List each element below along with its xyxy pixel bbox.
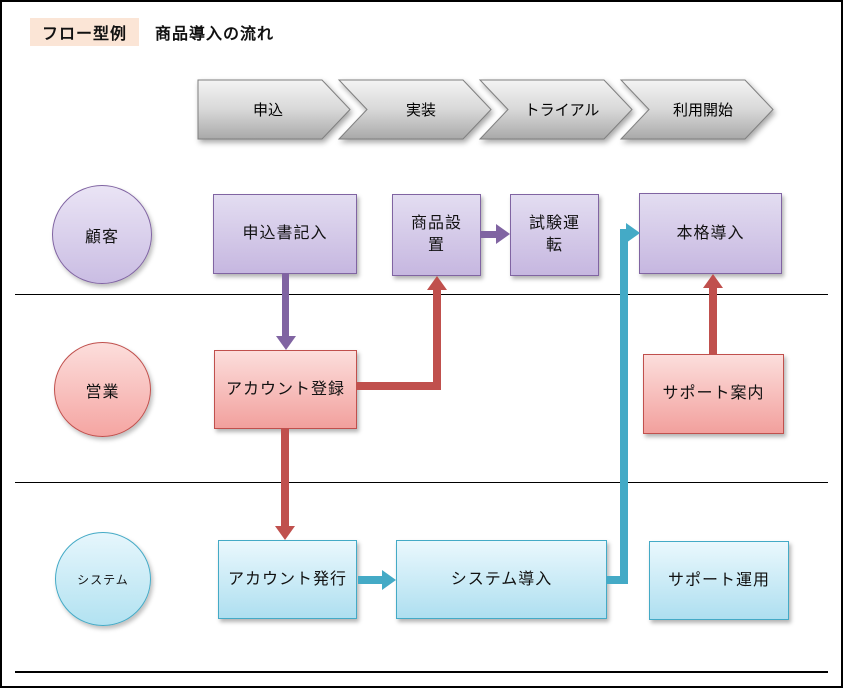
phase-chevron-band: 申込 実装 トライアル 利用開始 [197, 79, 774, 140]
lane-label-system: システム [77, 572, 129, 587]
box-full-deployment-label: 本格導入 [676, 224, 745, 242]
lane-divider-3 [15, 671, 828, 673]
box-account-registration-label: アカウント登録 [225, 380, 345, 398]
box-support-operation: サポート運用 [649, 541, 789, 620]
box-account-issue-label: アカウント発行 [227, 570, 347, 588]
box-account-registration: アカウント登録 [214, 350, 357, 429]
box-system-deployment-label: システム導入 [450, 570, 553, 588]
box-application-form: 申込書記入 [213, 194, 357, 274]
box-support-guidance-label: サポート案内 [662, 385, 765, 403]
box-application-form-label: 申込書記入 [242, 225, 328, 243]
lane-divider-1 [15, 294, 828, 295]
phase-label-2: 実装 [406, 102, 436, 119]
box-product-setup-label: 商品設置 [410, 215, 462, 254]
title-tag-label: フロー型例 [30, 18, 140, 46]
lane-divider-2 [15, 482, 828, 483]
phase-arrow-3 [478, 79, 633, 140]
phase-arrow-2 [337, 79, 492, 140]
box-full-deployment: 本格導入 [639, 193, 782, 274]
phase-arrow-1 [197, 79, 351, 140]
phase-label-3: トライアル [525, 102, 600, 119]
phase-arrow-4 [619, 79, 774, 140]
box-system-deployment: システム導入 [396, 540, 607, 619]
box-test-run-label: 試験運転 [528, 215, 580, 254]
lane-circle-customer: 顧客 [52, 185, 152, 284]
lane-circle-sales: 営業 [54, 342, 151, 437]
lane-label-customer: 顧客 [84, 228, 119, 246]
lane-label-sales: 営業 [85, 383, 120, 401]
box-support-operation-label: サポート運用 [667, 571, 770, 589]
lane-circle-system: システム [55, 532, 151, 626]
box-product-setup: 商品設置 [392, 194, 481, 276]
page-title: フロー型例 商品導入の流れ [30, 18, 274, 46]
phase-label-4: 利用開始 [673, 102, 733, 119]
box-support-guidance: サポート案内 [643, 354, 784, 434]
phase-label-1: 申込 [253, 102, 283, 119]
box-account-issue: アカウント発行 [218, 540, 357, 619]
title-heading: 商品導入の流れ [155, 26, 275, 43]
box-test-run: 試験運転 [510, 194, 599, 276]
